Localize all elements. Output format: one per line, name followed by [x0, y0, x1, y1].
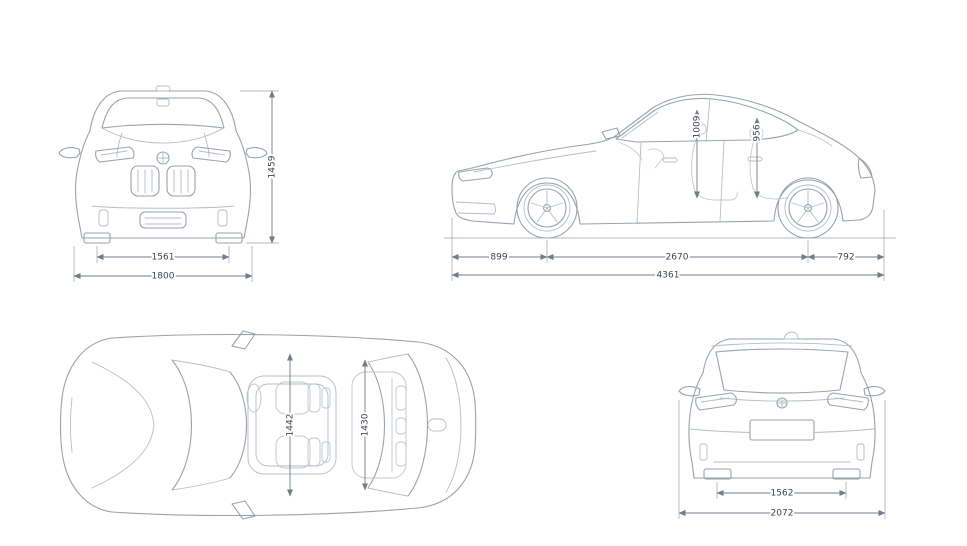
top-rear-window — [367, 353, 462, 497]
rear-interior-width-label: 1430 — [361, 413, 371, 436]
side-interior — [617, 123, 789, 201]
top-body-outline — [59, 333, 477, 517]
rear-wheels — [703, 468, 861, 480]
rear-antenna-fin — [783, 331, 799, 340]
front-windshield — [101, 97, 225, 129]
rear-mirror-left — [678, 386, 701, 397]
wheelbase-label: 2670 — [666, 253, 689, 263]
front-seat-left — [275, 381, 311, 415]
side-interior-dimensions: 1009 956 — [691, 109, 765, 199]
license-plate — [749, 419, 815, 441]
steering-wheel — [647, 148, 665, 169]
side-wheels — [516, 177, 839, 239]
front-seat — [691, 135, 738, 201]
side-mirror — [601, 127, 621, 140]
side-view: 1009 956 899 2670 792 4361 — [444, 93, 896, 283]
rear-headroom-label: 956 — [753, 124, 763, 141]
side-body-outline — [451, 93, 876, 225]
front-headlights — [95, 146, 231, 163]
rear-bumper — [689, 419, 875, 463]
overall-height-label: 1459 — [268, 155, 278, 178]
a-pillar — [621, 111, 659, 139]
top-windshield — [171, 359, 248, 491]
spoiler-line — [711, 342, 853, 347]
overall-length-label: 4361 — [657, 271, 680, 281]
front-track-label: 1561 — [152, 253, 175, 263]
top-view: 1442 1430 — [59, 330, 477, 520]
front-interior-width-label: 1442 — [286, 414, 296, 437]
front-dimensions: 1459 1561 1800 — [73, 90, 280, 284]
mirror-width-label: 2072 — [771, 509, 794, 519]
rear-glass-area — [711, 331, 853, 402]
reflector-right — [856, 443, 865, 461]
side-air-inlet-right — [217, 209, 228, 227]
rear-track-label: 1562 — [771, 489, 794, 499]
rear-wheel-spokes — [791, 190, 825, 223]
front-body — [74, 85, 252, 239]
mirror-left — [58, 147, 81, 159]
interior-mirror — [156, 98, 170, 107]
front-headroom-label: 1009 — [693, 115, 703, 138]
front-bumper — [91, 205, 235, 229]
front-wheels — [83, 232, 243, 244]
dash-line — [617, 141, 643, 161]
mirror-top — [231, 330, 256, 350]
front-seat-right — [275, 435, 311, 469]
side-air-inlet-left — [98, 209, 109, 227]
rear-emblem — [776, 397, 788, 409]
top-hood — [70, 361, 155, 489]
top-interior — [246, 371, 407, 479]
front-mirrors — [58, 147, 268, 159]
front-wheel-spokes — [530, 190, 564, 223]
mirror-bottom — [231, 500, 256, 520]
side-dimensions: 899 2670 792 4361 — [451, 210, 885, 283]
door-handle-front — [662, 157, 678, 163]
side-headlight — [458, 167, 493, 182]
rear-mirror-right — [863, 386, 886, 397]
front-emblem — [156, 151, 170, 165]
front-shoulder-line — [101, 127, 225, 144]
b-pillar — [705, 98, 711, 142]
hood-crease — [473, 150, 597, 173]
rear-mirrors — [678, 386, 886, 397]
rear-seat — [749, 139, 789, 200]
beltline-rear — [797, 129, 833, 147]
antenna-fin — [427, 418, 447, 432]
reflector-left — [699, 443, 708, 461]
front-grille — [130, 165, 196, 197]
rear-window — [715, 348, 849, 394]
rear-dimensions: 1562 2072 — [678, 400, 886, 521]
top-interior-dimensions: 1442 1430 — [284, 353, 373, 497]
side-taillight — [857, 157, 873, 179]
rear-overhang-label: 792 — [837, 253, 854, 263]
mirror-right — [245, 147, 268, 159]
rear-view: 1562 2072 — [678, 331, 886, 521]
rear-taillights — [695, 392, 869, 411]
top-mirrors — [231, 330, 256, 520]
front-view: 1459 1561 1800 — [58, 85, 280, 284]
hatch-line — [445, 357, 462, 493]
rear-body-outline — [688, 338, 876, 479]
overall-width-label: 1800 — [152, 272, 175, 282]
lower-air-intake — [139, 211, 187, 229]
side-front-details — [455, 157, 873, 215]
front-overhang-label: 899 — [490, 253, 507, 263]
hood-creases — [116, 132, 210, 158]
roof-antenna — [155, 85, 171, 92]
front-intake — [455, 201, 496, 215]
steering-wheel-top — [246, 383, 262, 413]
side-glasshouse — [601, 97, 833, 147]
